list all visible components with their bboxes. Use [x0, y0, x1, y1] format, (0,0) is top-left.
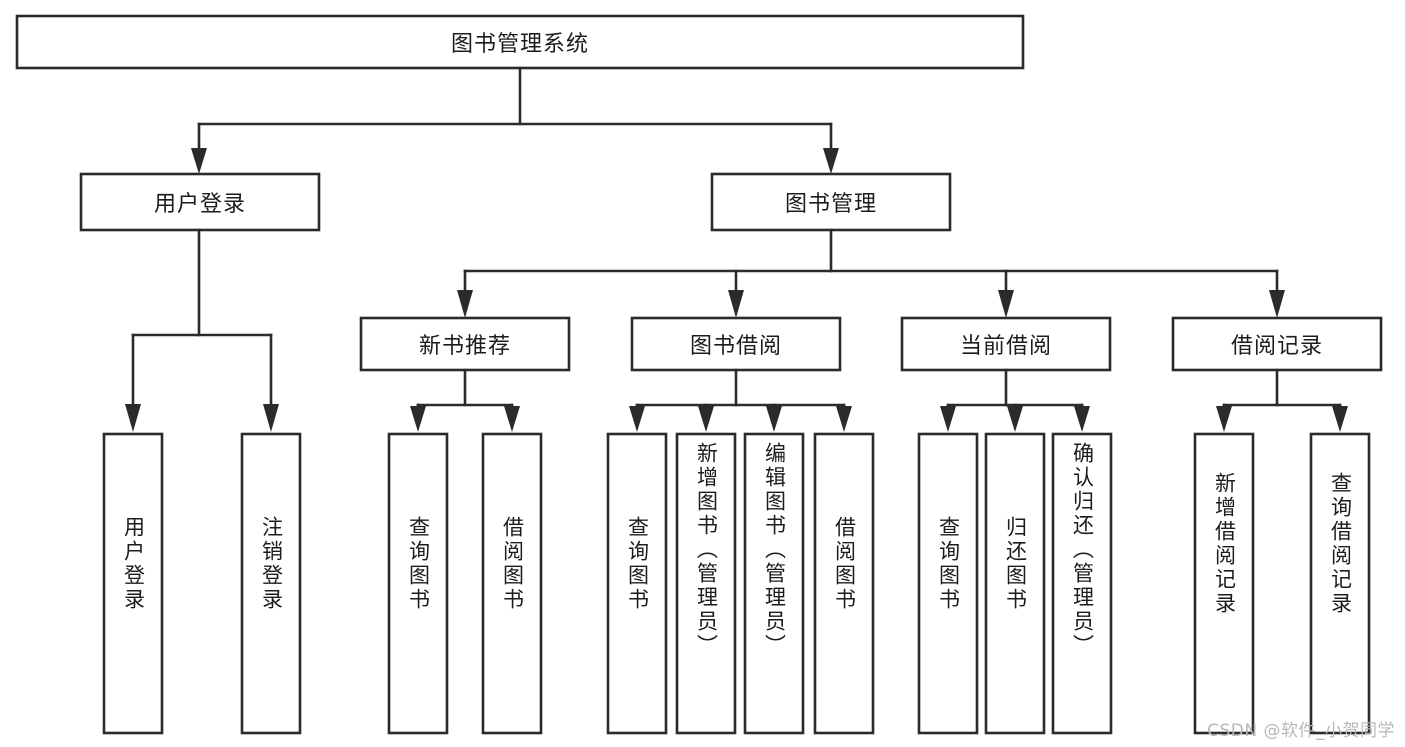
node-leaf-borrow-book-2-box[interactable]: [813, 432, 875, 735]
node-leaf-query-book-3-box[interactable]: [917, 432, 979, 735]
node-new-book-recommend-box[interactable]: [359, 316, 571, 372]
node-leaf-edit-book-box[interactable]: [743, 432, 805, 735]
node-leaf-query-book-1-box[interactable]: [387, 432, 449, 735]
arrow-head-leaf-borrow-book-1: [504, 406, 520, 432]
node-leaf-confirm-return-box[interactable]: [1051, 432, 1113, 735]
arrow-head-leaf-add-book: [698, 406, 714, 432]
node-leaf-add-record-box[interactable]: [1193, 432, 1255, 735]
node-book-manage-box[interactable]: [710, 172, 952, 232]
arrow-head-leaf-user-login: [125, 404, 141, 432]
node-leaf-borrow-book-1-box[interactable]: [481, 432, 543, 735]
arrow-head-leaf-query-book-3: [940, 406, 956, 432]
arrow-head-leaf-confirm-return: [1074, 406, 1090, 432]
arrow-head-leaf-borrow-book-2: [836, 406, 852, 432]
node-borrow-record-box[interactable]: [1171, 316, 1383, 372]
arrow-head-leaf-edit-book: [766, 406, 782, 432]
arrow-head-borrow-record: [1269, 290, 1285, 318]
arrow-head-leaf-return-book: [1007, 406, 1023, 432]
node-leaf-query-record-box[interactable]: [1309, 432, 1371, 735]
node-current-borrow-box[interactable]: [900, 316, 1112, 372]
arrow-head-leaf-add-record: [1216, 406, 1232, 432]
arrow-head-new-book-recommend: [457, 290, 473, 318]
arrow-head-book-manage: [823, 148, 839, 174]
arrow-head-leaf-query-book-1: [410, 406, 426, 432]
node-leaf-user-login-box[interactable]: [102, 432, 164, 735]
arrow-head-current-borrow: [998, 290, 1014, 318]
arrow-head-user-login: [191, 148, 207, 174]
arrow-head-book-borrow: [728, 290, 744, 318]
arrow-head-leaf-logout-login: [263, 404, 279, 432]
node-leaf-return-book-box[interactable]: [984, 432, 1046, 735]
node-leaf-logout-login-box[interactable]: [240, 432, 302, 735]
node-leaf-query-book-2-box[interactable]: [606, 432, 668, 735]
arrow-head-leaf-query-record: [1332, 406, 1348, 432]
node-title-box[interactable]: [15, 14, 1025, 70]
node-leaf-add-book-box[interactable]: [675, 432, 737, 735]
arrow-head-leaf-query-book-2: [629, 406, 645, 432]
node-book-borrow-box[interactable]: [630, 316, 842, 372]
node-user-login-box[interactable]: [79, 172, 321, 232]
